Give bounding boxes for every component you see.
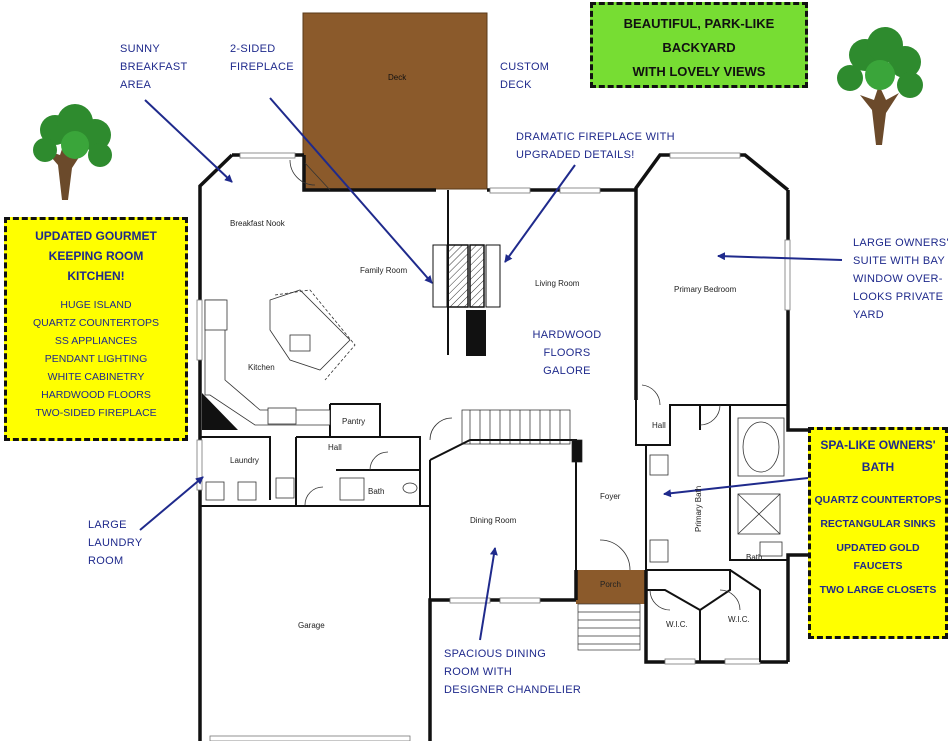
kitchen-counters <box>204 289 356 426</box>
backyard-line: BACKYARD <box>662 40 736 55</box>
callout-dramatic-fireplace: DRAMATIC FIREPLACE WITH UPGRADED DETAILS… <box>516 128 675 164</box>
tree-left <box>33 104 112 200</box>
callout-line: BREAKFAST <box>120 61 188 73</box>
interior-walls <box>200 190 788 741</box>
label-primary-bedroom: Primary Bedroom <box>674 285 737 294</box>
stairs <box>461 409 583 463</box>
kitchen-box: UPDATED GOURMET KEEPING ROOM KITCHEN! HU… <box>4 217 188 441</box>
bath-box: SPA-LIKE OWNERS' BATH QUARTZ COUNTERTOPS… <box>808 427 948 639</box>
backyard-line: BEAUTIFUL, PARK-LIKE <box>623 16 775 31</box>
callout-dining: SPACIOUS DINING ROOM WITH DESIGNER CHAND… <box>444 645 581 699</box>
kitchen-corner-cabinet <box>202 393 238 430</box>
callout-arrows <box>139 97 843 641</box>
label-living-room: Living Room <box>535 279 580 288</box>
bath-item: RECTANGULAR SINKS <box>820 518 936 530</box>
callout-line: LOOKS PRIVATE <box>853 291 944 303</box>
kitchen-item: WHITE CABINETRY <box>47 371 145 383</box>
label-laundry: Laundry <box>230 456 259 465</box>
label-hall-main: Hall <box>328 443 342 452</box>
arrow-dining <box>479 547 498 641</box>
label-kitchen: Kitchen <box>248 363 275 372</box>
callout-line: SUITE WITH BAY <box>853 255 946 267</box>
callout-line: AREA <box>120 79 152 91</box>
label-bath-main: Bath <box>368 487 384 496</box>
callout-line: DESIGNER CHANDELIER <box>444 684 582 696</box>
kitchen-item: TWO-SIDED FIREPLACE <box>35 407 157 419</box>
callout-line: SUNNY <box>120 43 161 55</box>
kitchen-item: PENDANT LIGHTING <box>44 353 148 365</box>
label-wic-right: W.I.C. <box>728 615 750 624</box>
callout-laundry: LARGE LAUNDRY ROOM <box>88 516 142 570</box>
callout-line: CUSTOM <box>500 61 550 73</box>
label-primary-bath: Primary Bath <box>694 486 703 532</box>
callout-line: WINDOW OVER- <box>853 273 943 285</box>
windows <box>196 152 791 741</box>
kitchen-title-line: KEEPING ROOM <box>48 249 144 263</box>
bath-item: UPDATED GOLD <box>836 542 920 554</box>
callout-line: DECK <box>500 79 532 91</box>
arrow-bath <box>663 477 809 498</box>
tree-right <box>837 27 923 145</box>
kitchen-item: QUARTZ COUNTERTOPS <box>32 317 159 329</box>
arrow-dramatic-fireplace <box>504 164 576 263</box>
callout-fireplace: 2-SIDED FIREPLACE <box>230 40 294 76</box>
kitchen-title-line: UPDATED GOURMET <box>35 229 157 243</box>
arrow-owners-suite <box>717 252 843 261</box>
callout-hardwood: HARDWOOD FLOORS GALORE <box>508 326 626 380</box>
callout-line: GALORE <box>543 365 591 377</box>
arrow-laundry <box>139 476 204 531</box>
porch-steps <box>577 603 641 651</box>
arrow-fireplace <box>269 97 433 284</box>
bath-item: FAUCETS <box>853 560 903 572</box>
callout-line: YARD <box>853 309 884 321</box>
fireplace <box>432 244 501 356</box>
callout-line: SPACIOUS DINING <box>444 648 547 660</box>
callout-owners-suite: LARGE OWNERS' SUITE WITH BAY WINDOW OVER… <box>853 234 949 324</box>
label-deck: Deck <box>388 73 407 82</box>
deck-area <box>302 12 488 190</box>
callout-deck: CUSTOM DECK <box>500 58 549 94</box>
label-hall-owner: Hall <box>652 421 666 430</box>
callout-breakfast: SUNNY BREAKFAST AREA <box>120 40 188 94</box>
callout-line: 2-SIDED <box>230 43 276 55</box>
label-breakfast-nook: Breakfast Nook <box>230 219 286 228</box>
bath-title-line: BATH <box>861 460 895 474</box>
callout-line: UPGRADED DETAILS! <box>516 149 635 161</box>
backyard-box: BEAUTIFUL, PARK-LIKE BACKYARD WITH LOVEL… <box>590 2 808 88</box>
callout-line: ROOM WITH <box>444 666 513 678</box>
porch-area <box>576 570 646 604</box>
backyard-line: WITH LOVELY VIEWS <box>632 64 766 79</box>
callout-line: FIREPLACE <box>230 61 294 73</box>
bath-fixtures <box>205 417 785 563</box>
label-dining-room: Dining Room <box>470 516 517 525</box>
label-wic-left: W.I.C. <box>666 620 688 629</box>
callout-line: DRAMATIC FIREPLACE WITH <box>516 131 675 143</box>
label-garage: Garage <box>298 621 325 630</box>
label-family-room: Family Room <box>360 266 407 275</box>
kitchen-item: HUGE ISLAND <box>60 299 132 311</box>
kitchen-item: SS APPLIANCES <box>54 335 138 347</box>
kitchen-item: HARDWOOD FLOORS <box>41 389 151 401</box>
label-bath-small: Bath <box>746 553 762 562</box>
callout-line: HARDWOOD FLOORS <box>532 329 602 359</box>
label-porch: Porch <box>600 580 621 589</box>
door-swings <box>289 159 741 611</box>
bath-title-line: SPA-LIKE OWNERS' <box>820 438 936 452</box>
arrow-breakfast <box>144 99 233 183</box>
label-foyer: Foyer <box>600 492 621 501</box>
label-pantry: Pantry <box>342 417 365 426</box>
bath-item: TWO LARGE CLOSETS <box>819 584 937 596</box>
bath-item: QUARTZ COUNTERTOPS <box>814 494 942 506</box>
callout-line: LARGE <box>88 519 127 531</box>
callout-line: LARGE OWNERS' <box>853 237 949 249</box>
callout-line: ROOM <box>88 555 124 567</box>
callout-line: LAUNDRY <box>88 537 143 549</box>
kitchen-title-line: KITCHEN! <box>67 269 125 283</box>
